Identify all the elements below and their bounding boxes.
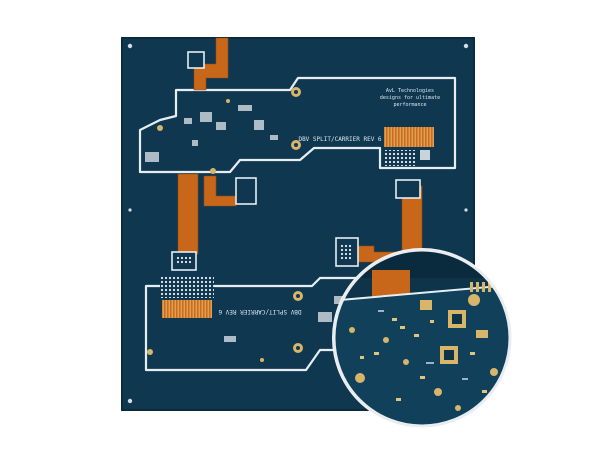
board-label-bottom: DBV SPLIT/CARRIER REV 6 xyxy=(218,308,301,315)
company-text-line1: AvL Technologies xyxy=(386,88,434,94)
zoom-detail-circle xyxy=(332,248,512,428)
company-text-line3: performance xyxy=(393,102,426,108)
top-rigid-board: AvL Technologies designs for ultimate pe… xyxy=(138,76,457,174)
company-text-line2: designs for ultimate xyxy=(380,95,440,101)
board-label-top: DBV SPLIT/CARRIER REV 6 xyxy=(298,136,381,143)
